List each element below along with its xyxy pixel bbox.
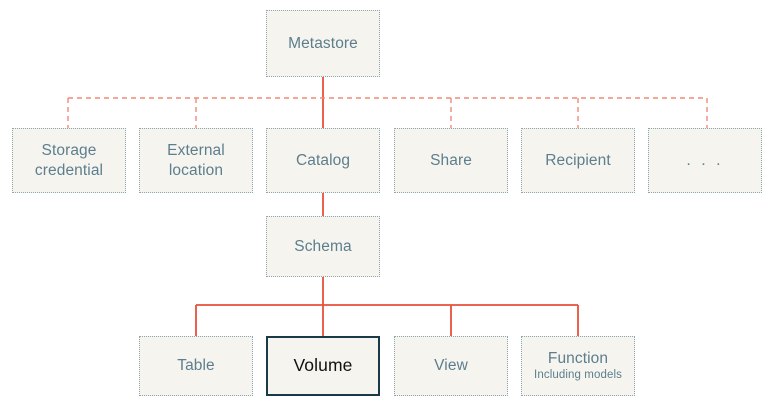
node-table[interactable]: Table [139,336,253,396]
node-function-sublabel: Including models [534,369,622,382]
node-metastore[interactable]: Metastore [266,10,380,77]
node-volume[interactable]: Volume [266,336,380,396]
node-recipient-label: Recipient [545,151,611,169]
node-more[interactable]: . . . [648,128,762,193]
node-view-label: View [434,357,468,375]
node-share[interactable]: Share [394,128,508,193]
node-function-label: Function [547,349,609,367]
node-more-label: . . . [686,151,724,169]
node-view[interactable]: View [394,336,508,396]
node-storage-credential[interactable]: Storage credential [12,128,126,193]
node-metastore-label: Metastore [288,34,358,52]
node-function[interactable]: Function Including models [521,336,635,396]
node-volume-label: Volume [293,355,353,376]
node-schema[interactable]: Schema [266,216,380,277]
node-external-location[interactable]: External location [139,128,253,193]
node-external-location-label: External location [167,142,225,179]
node-table-label: Table [177,357,215,375]
node-recipient[interactable]: Recipient [521,128,635,193]
node-catalog-label: Catalog [295,151,351,169]
node-share-label: Share [430,151,472,169]
node-schema-label: Schema [294,237,352,255]
node-storage-credential-label: Storage credential [34,142,104,179]
node-catalog[interactable]: Catalog [266,128,380,193]
